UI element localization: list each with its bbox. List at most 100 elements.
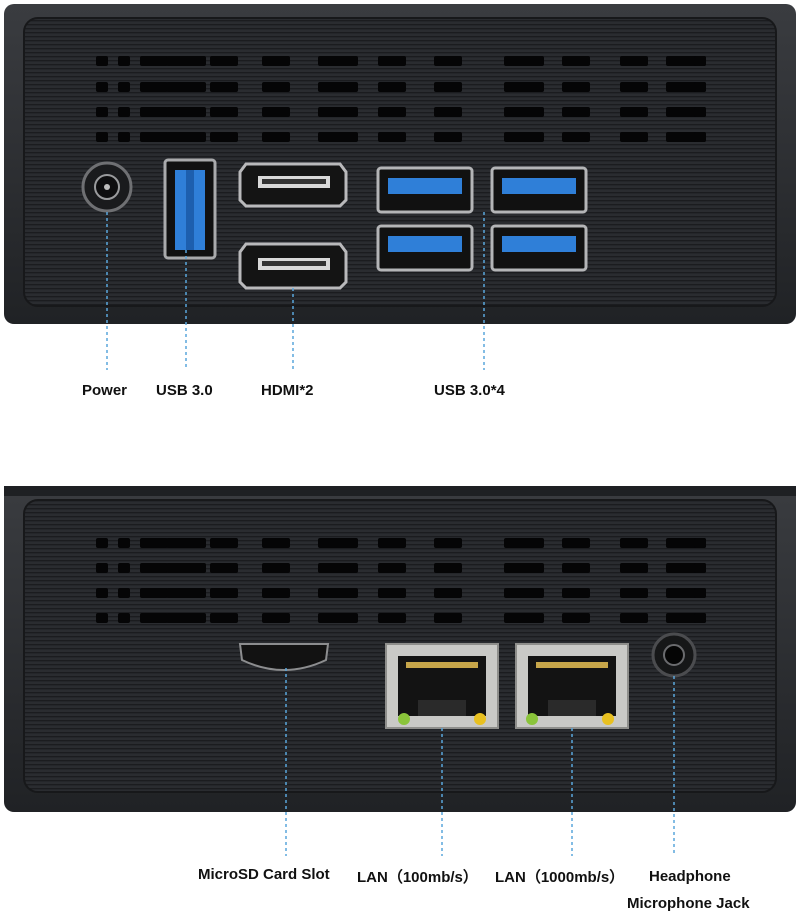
vent-slot — [620, 613, 648, 623]
vent-slot — [562, 538, 590, 548]
vent-slot — [434, 107, 462, 117]
vent-slot — [118, 613, 130, 623]
vent-slot — [694, 82, 706, 92]
vent-slot — [562, 588, 590, 598]
vent-slot — [262, 613, 290, 623]
vent-slot — [378, 588, 406, 598]
vent-slot — [118, 538, 130, 548]
vent-slot — [96, 538, 108, 548]
vent-slot — [166, 56, 206, 66]
usb3-x4-label: USB 3.0*4 — [434, 382, 505, 399]
vent-slot — [562, 56, 590, 66]
vent-slot — [318, 563, 358, 573]
vent-slot — [262, 82, 290, 92]
vent-slot — [318, 538, 358, 548]
usb3-port-icon — [490, 166, 588, 214]
vent-slot — [96, 82, 108, 92]
vent-slot — [166, 82, 206, 92]
vent-slot — [434, 563, 462, 573]
vent-slot — [434, 82, 462, 92]
lan-1000-port-icon — [515, 643, 629, 729]
hdmi-port-icon — [238, 162, 348, 208]
vent-slot — [434, 538, 462, 548]
vent-slot — [378, 56, 406, 66]
vent-slot — [504, 563, 544, 573]
vent-slot — [140, 538, 168, 548]
vent-slot — [262, 563, 290, 573]
headphone-label: Headphone — [649, 868, 731, 885]
vent-slot — [562, 107, 590, 117]
vent-slot — [166, 613, 206, 623]
vent-slot — [378, 82, 406, 92]
vent-slot — [118, 56, 130, 66]
headphone-jack-icon — [651, 632, 697, 678]
vent-slot — [140, 82, 168, 92]
vent-slot — [262, 107, 290, 117]
vent-slot — [620, 563, 648, 573]
vent-slot — [118, 82, 130, 92]
vent-slot — [620, 107, 648, 117]
vent-slot — [504, 56, 544, 66]
vent-slot — [140, 107, 168, 117]
vent-slot — [562, 82, 590, 92]
vent-slot — [694, 107, 706, 117]
vent-slot — [140, 588, 168, 598]
vent-slot — [140, 563, 168, 573]
vent-slot — [504, 538, 544, 548]
vent-slot — [96, 107, 108, 117]
vent-slot — [210, 82, 238, 92]
lan-100-port-icon — [385, 643, 499, 729]
vent-slot — [262, 588, 290, 598]
usb3-port-icon — [490, 224, 588, 272]
vent-slot — [118, 107, 130, 117]
vent-slot — [694, 56, 706, 66]
vent-slot — [262, 538, 290, 548]
microphone-label: Microphone Jack — [627, 895, 750, 912]
vent-slot — [434, 588, 462, 598]
back-panel — [4, 486, 796, 856]
vent-slot — [562, 613, 590, 623]
vent-slot — [694, 132, 706, 142]
vent-slot — [378, 613, 406, 623]
vent-slot — [96, 563, 108, 573]
vent-slot — [694, 588, 706, 598]
vent-slot — [318, 613, 358, 623]
vent-slot — [318, 82, 358, 92]
lan-1000-label: LAN（1000mb/s） — [495, 869, 625, 886]
usb3-port-icon — [376, 166, 474, 214]
vent-slot — [166, 107, 206, 117]
vent-slot — [318, 588, 358, 598]
vent-slot — [620, 56, 648, 66]
vent-slot — [378, 563, 406, 573]
vent-slot — [694, 613, 706, 623]
microsd-label: MicroSD Card Slot — [198, 866, 330, 883]
vent-slot — [210, 107, 238, 117]
vent-slot — [140, 56, 168, 66]
vent-slot — [166, 132, 206, 142]
vent-slot — [378, 538, 406, 548]
vent-slot — [620, 538, 648, 548]
vent-slot — [378, 107, 406, 117]
front-panel — [4, 4, 796, 370]
vent-slot — [166, 563, 206, 573]
usb3-label: USB 3.0 — [156, 382, 213, 399]
front-leader-lines — [106, 212, 485, 370]
vent-slot — [378, 132, 406, 142]
vent-slot — [210, 538, 238, 548]
vent-slot — [434, 613, 462, 623]
hdmi-port-icon — [238, 242, 348, 290]
vent-slot — [166, 538, 206, 548]
vent-slot — [504, 588, 544, 598]
vent-slot — [318, 132, 358, 142]
vent-slot — [318, 56, 358, 66]
vent-slot — [166, 588, 206, 598]
front-vent-grille — [96, 56, 706, 142]
vent-slot — [118, 132, 130, 142]
vent-slot — [210, 132, 238, 142]
microsd-slot-icon — [238, 643, 330, 671]
vent-slot — [210, 56, 238, 66]
vent-slot — [620, 82, 648, 92]
back-vent-grille — [96, 538, 706, 623]
usb3-port-icon — [376, 224, 474, 272]
